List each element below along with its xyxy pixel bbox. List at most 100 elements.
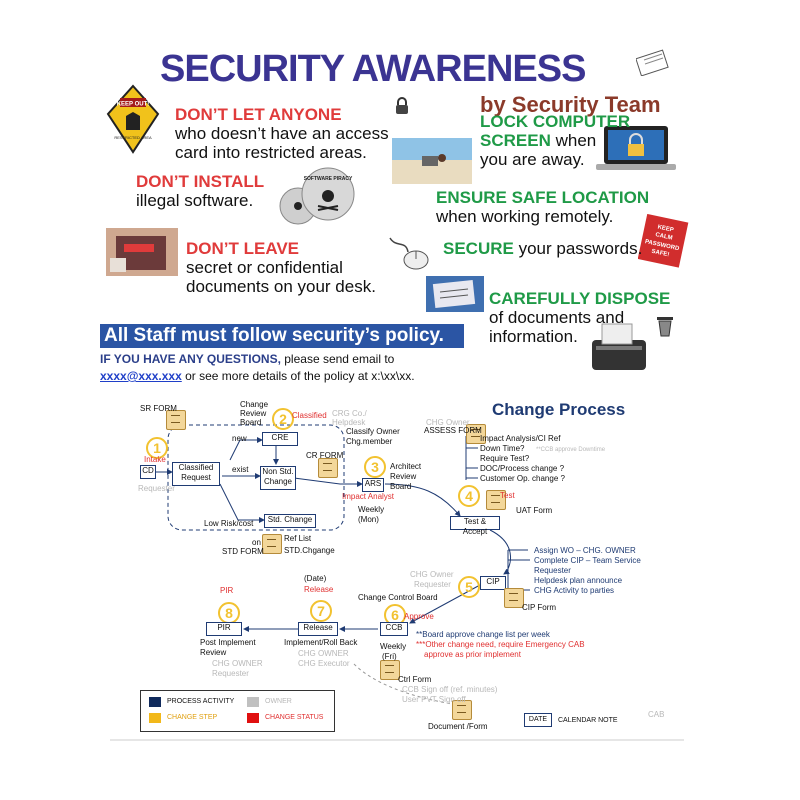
label-uat-form: UAT Form — [516, 506, 553, 515]
step-1-marker: 1 — [146, 437, 168, 459]
ctrl-form-icon — [380, 660, 400, 680]
label-release-owner: CHG OWNER — [298, 649, 349, 658]
legend-swatch-owner — [247, 697, 259, 707]
legend-step: CHANGE STEP — [167, 714, 218, 721]
label-sr-form: SR FORM — [140, 404, 177, 413]
beach-laptop-image — [392, 138, 472, 184]
password-paper-image — [426, 276, 484, 312]
label-helpdesk-plan: Helpdesk plan announce — [534, 576, 623, 585]
box-ccb: CCB — [380, 622, 408, 636]
tip-safe-location: ENSURE SAFE LOCATION when working remote… — [436, 188, 650, 226]
label-on: on — [252, 538, 261, 547]
byline: by Security Team — [480, 92, 661, 117]
cr-form-icon — [318, 458, 338, 478]
label-implement: Implement/Roll Back — [284, 638, 358, 647]
label-post-review: Review — [200, 648, 227, 657]
label-crb-1: Change — [240, 400, 269, 409]
label-crb-3: Board — [240, 418, 262, 427]
label-weekly-2: Weekly — [380, 642, 407, 651]
legend-calendar-note: CALENDAR NOTE — [558, 717, 618, 724]
notepad-icon — [635, 48, 670, 77]
label-crb-2: Review — [240, 409, 267, 418]
legend-swatch-process — [149, 697, 161, 707]
document-form-icon — [452, 700, 472, 720]
legend-process: PROCESS ACTIVITY — [167, 698, 235, 705]
legend: PROCESS ACTIVITY OWNER CHANGE STEP CHANG… — [140, 690, 335, 732]
legend-status: CHANGE STATUS — [265, 714, 324, 721]
desk-documents-image — [106, 228, 178, 276]
label-intake: Intake — [144, 455, 166, 464]
padlock-icon — [392, 96, 412, 116]
std-form-icon — [262, 534, 282, 554]
box-test-accept: Test & Accept — [450, 516, 500, 536]
cip-form-icon — [504, 588, 524, 608]
legend-swatch-step — [149, 713, 161, 723]
label-assess-2b: **CCB approve Downtime — [536, 447, 606, 453]
label-board: Board — [390, 482, 412, 491]
questions-line: IF YOU HAVE ANY QUESTIONS, please send e… — [100, 352, 395, 366]
label-std-chgange: STD.Chgange — [284, 546, 335, 555]
legend-date-box: DATE — [524, 713, 552, 727]
label-release-executor: CHG Executor — [298, 659, 350, 668]
label-board-note-3: approve as prior implement — [424, 650, 521, 659]
assess-form-icon — [466, 424, 486, 444]
label-assess-1: Impact Analysis/CI Ref — [480, 434, 561, 443]
label-requester-2: Requester — [414, 580, 451, 589]
label-mon: (Mon) — [358, 515, 379, 524]
label-assess-form: ASSESS FORM — [424, 426, 482, 435]
label-chg-member: Chg.member — [346, 437, 393, 446]
tip-secure-passwords: SECURE your passwords. — [443, 239, 643, 258]
label-assess-5: Customer Op. change ? — [480, 474, 565, 483]
svg-text:SOFTWARE PIRACY: SOFTWARE PIRACY — [304, 176, 353, 182]
label-board-note-2: ***Other change need, require Emergency … — [416, 640, 585, 649]
label-cip-form: CIP Form — [522, 603, 557, 612]
box-non-std-change: Non Std. Change — [260, 466, 296, 490]
label-weekly: Weekly — [358, 505, 385, 514]
box-ars: ARS — [362, 478, 384, 492]
box-classified-request: Classified Request — [172, 462, 220, 486]
label-pir-requester: Requester — [212, 669, 249, 678]
label-assess-3: Require Test? — [480, 454, 530, 463]
step-5-marker: 5 — [458, 576, 480, 598]
legend-owner: OWNER — [265, 698, 292, 705]
svg-text:SAFE!: SAFE! — [651, 249, 670, 259]
label-chg-owner-2: CHG Owner — [410, 570, 454, 579]
label-review: Review — [390, 472, 417, 481]
label-assess-4: DOC/Process change ? — [480, 464, 565, 473]
label-assign-wo: Assign WO – CHG. OWNER — [534, 546, 636, 555]
label-post-implement: Post Implement — [200, 638, 256, 647]
label-std-form: STD FORM — [222, 547, 264, 556]
label-ccb-board: Change Control Board — [358, 593, 438, 602]
label-assess-2: Down Time? — [480, 444, 525, 453]
tip-lock-screen: LOCK COMPUTER SCREEN when you are away. — [480, 112, 631, 169]
label-approve: Approve — [404, 612, 434, 621]
label-pir: PIR — [220, 586, 234, 595]
label-architect: Architect — [390, 462, 422, 471]
step-3-marker: 3 — [364, 456, 386, 478]
svg-text:KEEP OUT!: KEEP OUT! — [117, 102, 150, 108]
mouse-icon — [386, 234, 432, 272]
label-date: (Date) — [304, 574, 327, 583]
svg-text:KEEP: KEEP — [657, 224, 674, 233]
label-board-note-1: **Board approve change list per week — [416, 630, 550, 639]
sr-form-icon — [166, 410, 186, 430]
step-8-marker: 8 — [218, 602, 240, 624]
step-2-marker: 2 — [272, 408, 294, 430]
label-ref-list: Ref List — [284, 534, 312, 543]
change-process-title: Change Process — [492, 400, 626, 419]
label-fri: (Fri) — [382, 652, 397, 661]
label-complete-cip: Complete CIP – Team Service — [534, 556, 641, 565]
label-user-pvt: User PVT Sign off — [402, 695, 466, 704]
label-impact-analyst: Impact Analyst — [342, 492, 395, 501]
tip-illegal-software: DON’T INSTALL illegal software. — [136, 172, 265, 210]
svg-text:RESTRICTED AREA: RESTRICTED AREA — [114, 135, 152, 140]
label-cr-form: CR FORM — [306, 451, 344, 460]
box-cd: CD — [140, 465, 156, 479]
label-ctrl-form: Ctrl Form — [398, 675, 432, 684]
box-cre: CRE — [262, 432, 298, 446]
label-classify-owner: Classify Owner — [346, 427, 400, 436]
email-link[interactable]: xxxx@xxx.xxx — [100, 369, 182, 383]
details-line: xxxx@xxx.xxx or see more details of the … — [100, 369, 415, 383]
